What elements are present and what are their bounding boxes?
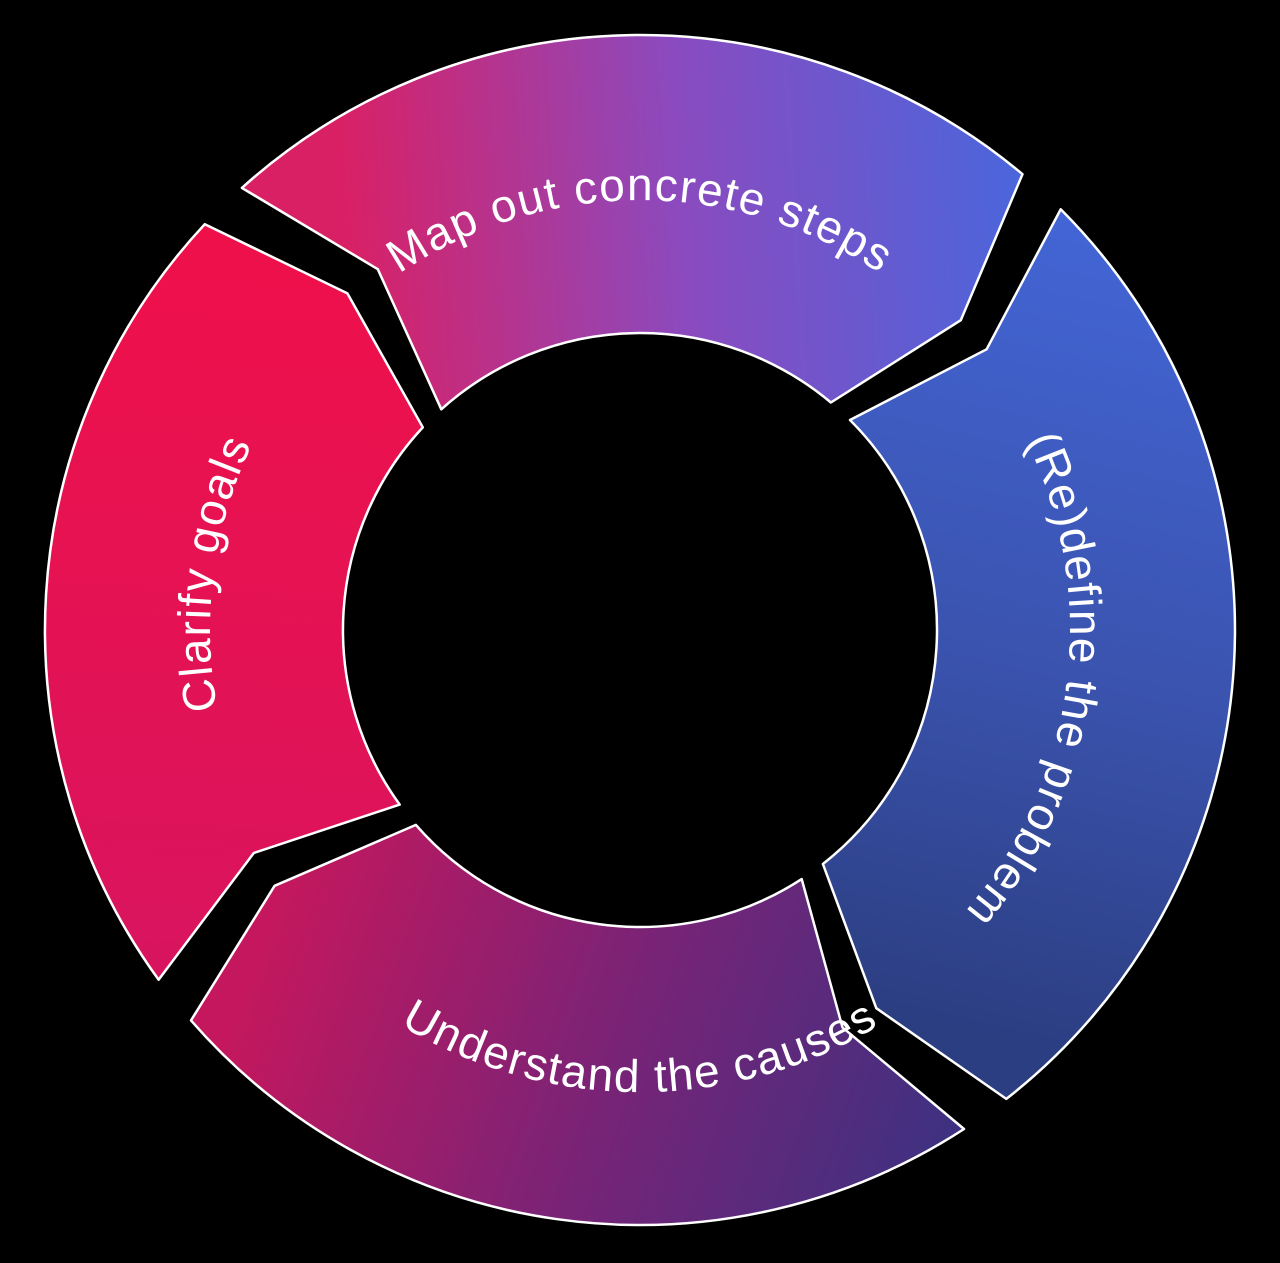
segment-understand-the-causes <box>189 823 966 1227</box>
segment-map-out-concrete-steps <box>240 33 1024 411</box>
segment-clarify-goals <box>43 222 425 981</box>
segment-redefine-the-problem <box>821 208 1237 1101</box>
